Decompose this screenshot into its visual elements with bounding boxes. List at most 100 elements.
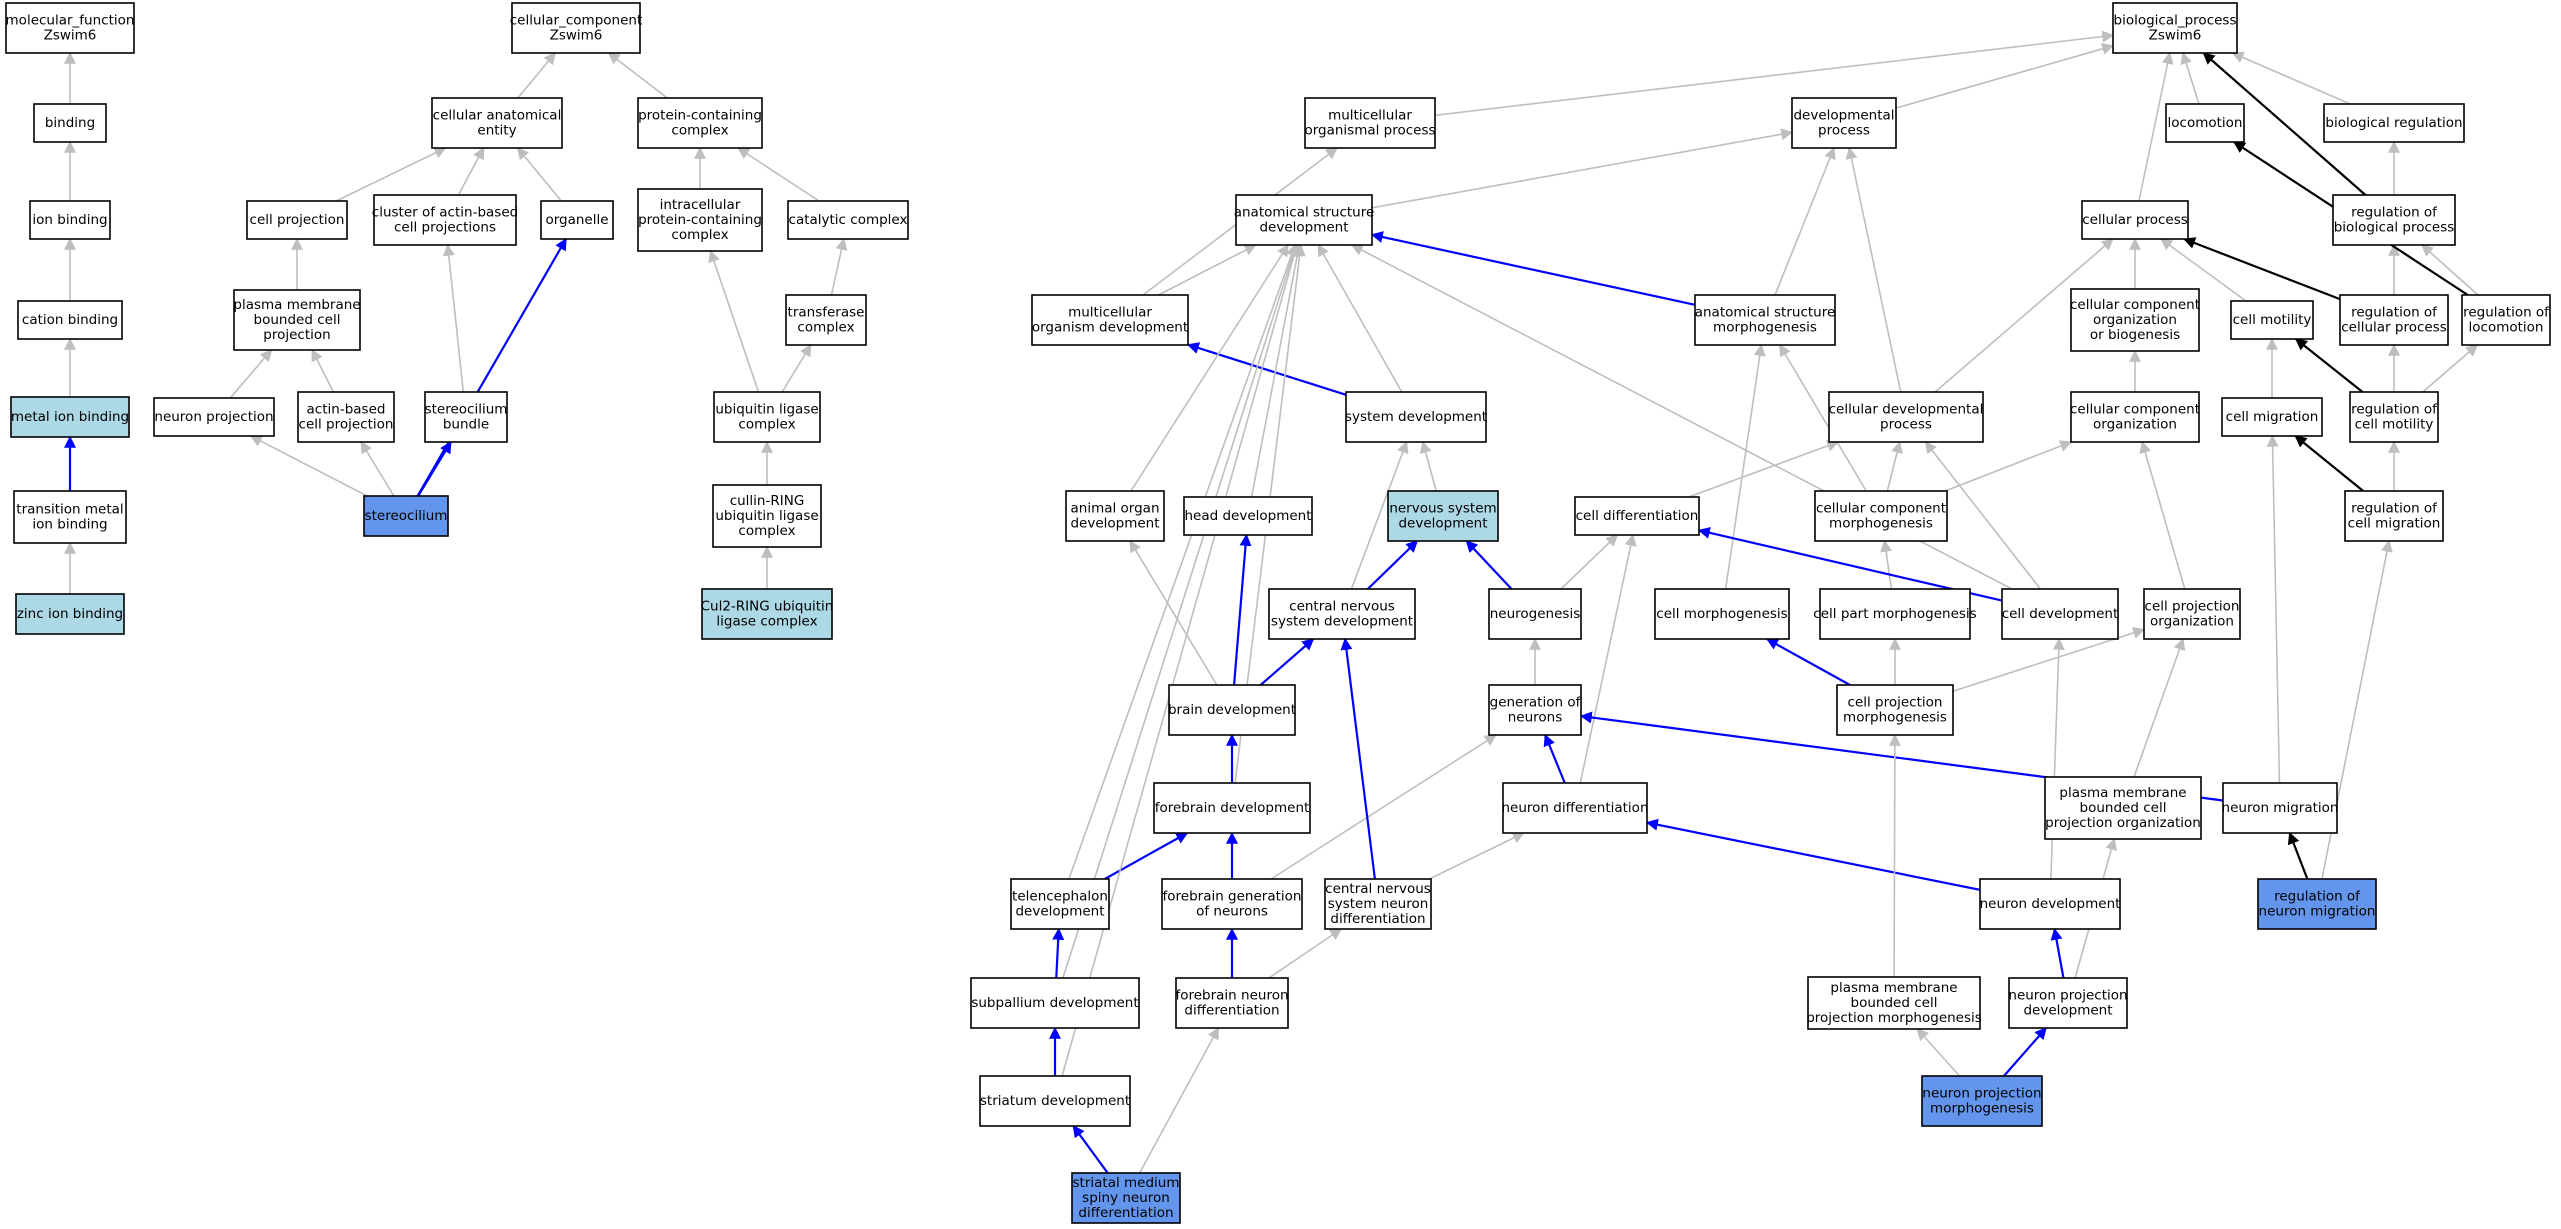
term-box: [1921, 1075, 2043, 1127]
term-box: [10, 396, 130, 438]
term-box: [2344, 490, 2444, 542]
term-node-binding[interactable]: binding: [33, 103, 107, 143]
term-label: morphogenesis: [1930, 1101, 2034, 1117]
term-node-ndev[interactable]: neuron development: [1979, 878, 2121, 930]
term-label: cell projection: [2145, 599, 2240, 615]
term-node-nproj[interactable]: neuron projection: [153, 397, 275, 437]
term-node-metalb[interactable]: metal ion binding: [10, 396, 130, 438]
edge-braind-to-aod: [1129, 539, 1218, 686]
term-node-cmig[interactable]: cell migration: [2221, 397, 2323, 437]
term-node-fbd[interactable]: forebrain development: [1153, 782, 1311, 834]
term-node-subd[interactable]: subpallium development: [970, 977, 1140, 1029]
term-label: intracellular: [660, 197, 741, 213]
edge-loco-to-bp: [2180, 51, 2200, 105]
term-node-cdiff[interactable]: cell differentiation: [1574, 496, 1700, 536]
edge-neurog-to-cdiff: [1560, 534, 1619, 590]
term-node-braind[interactable]: brain development: [1168, 684, 1296, 736]
term-node-sysdev[interactable]: system development: [1345, 391, 1487, 443]
term-label: morphogenesis: [1843, 710, 1947, 726]
term-box: [1161, 878, 1303, 930]
term-node-ionb[interactable]: ion binding: [29, 200, 111, 240]
term-node-cmot[interactable]: cell motility: [2230, 300, 2314, 340]
term-label: central nervous: [1325, 881, 1431, 897]
term-label: catalytic complex: [789, 212, 908, 228]
term-box: [2222, 782, 2338, 834]
term-node-catal[interactable]: catalytic complex: [787, 200, 909, 240]
term-node-loco[interactable]: locomotion: [2165, 103, 2245, 143]
term-label: plasma membrane: [2059, 785, 2186, 801]
term-node-nmig[interactable]: neuron migration: [2222, 782, 2339, 834]
term-node-zincb[interactable]: zinc ion binding: [15, 593, 125, 635]
term-node-ndiff[interactable]: neuron differentiation: [1502, 782, 1649, 834]
edge-npm-to-pmbcpm: [1916, 1028, 1961, 1077]
term-label: cell part morphogenesis: [1813, 606, 1976, 622]
term-node-cationb[interactable]: cation binding: [17, 300, 123, 340]
edge-cnsnd-to-ndiff: [1428, 832, 1525, 880]
term-node-cellp[interactable]: cellular process: [2081, 200, 2189, 240]
term-node-cpmorph[interactable]: cell part morphogenesis: [1813, 588, 1977, 640]
edge-teld-to-fbd: [1104, 832, 1189, 880]
term-label: locomotion: [2168, 115, 2243, 131]
edge-regnmig-to-nmig: [2287, 831, 2309, 880]
term-node-strd[interactable]: striatum development: [979, 1075, 1131, 1127]
term-node-neurog[interactable]: neurogenesis: [1488, 588, 1582, 640]
term-node-cproj[interactable]: cell projection: [246, 200, 348, 240]
term-node-hd[interactable]: head development: [1183, 496, 1313, 536]
edge-ubiq-to-ipcc: [708, 249, 760, 393]
term-box: [2044, 776, 2202, 840]
term-node-cdev[interactable]: cell development: [2001, 588, 2119, 640]
term-node-breg[interactable]: biological regulation: [2323, 103, 2465, 143]
term-node-organelle[interactable]: organelle: [540, 200, 614, 240]
term-node-stereocilium[interactable]: stereocilium: [363, 495, 449, 537]
edge-smsnd-to-strd: [1072, 1125, 1109, 1174]
term-box: [970, 977, 1140, 1029]
term-label: cellular component: [2070, 402, 2200, 418]
term-node-cmorph[interactable]: cell morphogenesis: [1654, 588, 1790, 640]
